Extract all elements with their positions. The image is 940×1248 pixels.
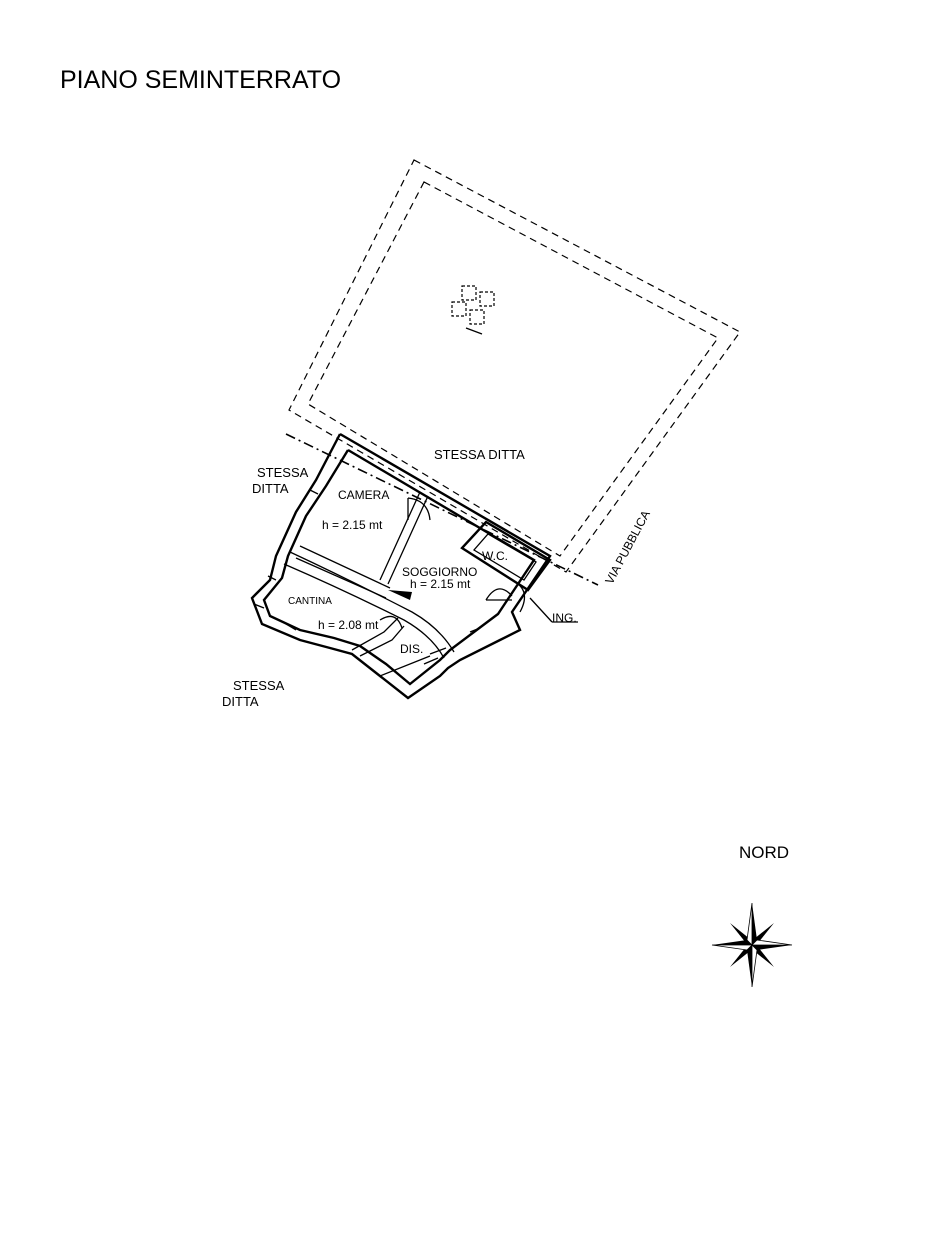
compass-rose-icon [711, 902, 793, 988]
label-stessa-ditta-left-line2: DITTA [252, 481, 289, 496]
label-stessa-ditta-top: STESSA DITTA [434, 447, 525, 462]
label-stessa-ditta-bottom-line2: DITTA [222, 694, 259, 709]
room-soggiorno-height: h = 2.15 mt [410, 577, 471, 591]
room-soggiorno-name: SOGGIORNO [402, 565, 477, 579]
label-stessa-ditta-left-line1: STESSA [257, 465, 309, 480]
room-cantina-name: CANTINA [288, 596, 332, 607]
page-title: PIANO SEMINTERRATO [60, 66, 341, 94]
room-camera-height: h = 2.15 mt [322, 518, 383, 532]
room-wc-name: W.C. [482, 549, 508, 563]
entrance-marker [529, 597, 578, 623]
room-camera-name: CAMERA [338, 488, 389, 502]
label-via-pubblica: VIA PUBBLICA [602, 508, 653, 586]
interior-walls [283, 491, 552, 677]
stair-marker-icon [388, 590, 412, 600]
compass-label: NORD [739, 843, 789, 862]
room-cantina-height: h = 2.08 mt [318, 618, 379, 632]
windows [253, 489, 481, 665]
lot-boundary [288, 159, 741, 573]
label-ingresso: ING. [552, 611, 577, 625]
label-stessa-ditta-bottom-line1: STESSA [233, 678, 285, 693]
doors [379, 497, 526, 629]
room-dis-name: DIS. [400, 642, 423, 656]
lot-feature-icon [451, 285, 495, 335]
